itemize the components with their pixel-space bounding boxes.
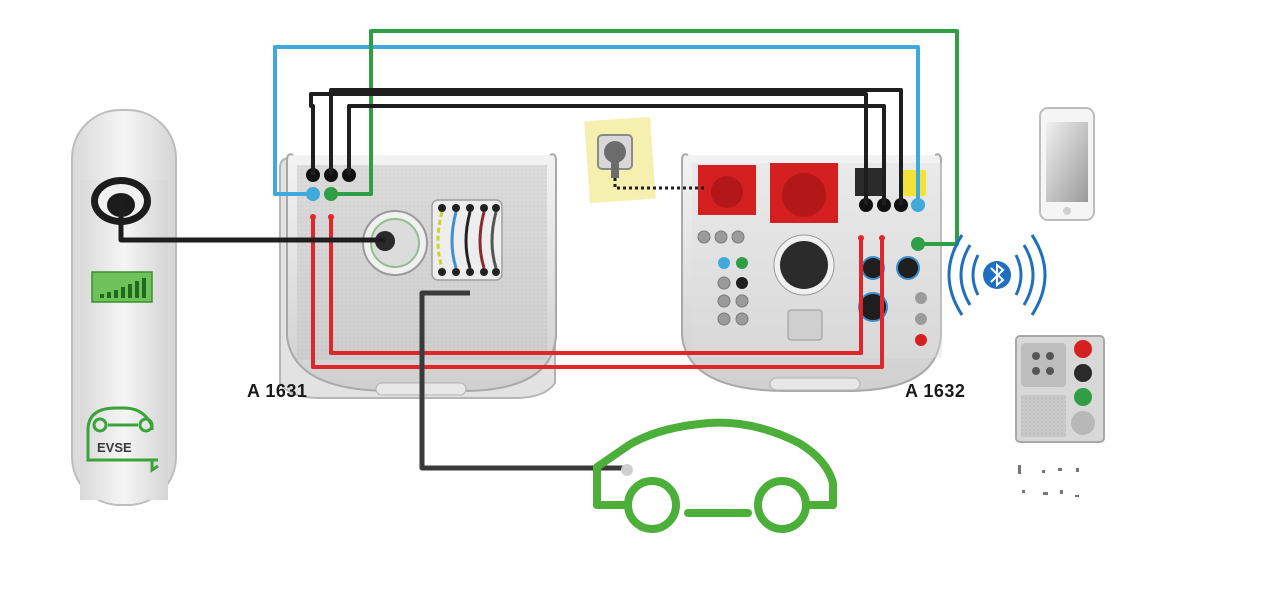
evse-label: EVSE [97, 440, 132, 455]
phone-icon [1039, 107, 1095, 221]
adapter-box-icon [1015, 335, 1105, 443]
a1631-label: A 1631 [247, 381, 308, 401]
cables [118, 29, 959, 471]
wall-socket-icon [584, 116, 705, 204]
evse-logo [86, 406, 159, 473]
evse-station-icon [71, 109, 177, 506]
car-charge-port [621, 464, 633, 476]
bluetooth-icon [947, 234, 1047, 316]
a1632-label: A 1632 [905, 381, 966, 401]
caption-smudge [1018, 465, 1079, 497]
car-outline-icon [593, 418, 837, 533]
a1631-instrument [279, 153, 557, 399]
